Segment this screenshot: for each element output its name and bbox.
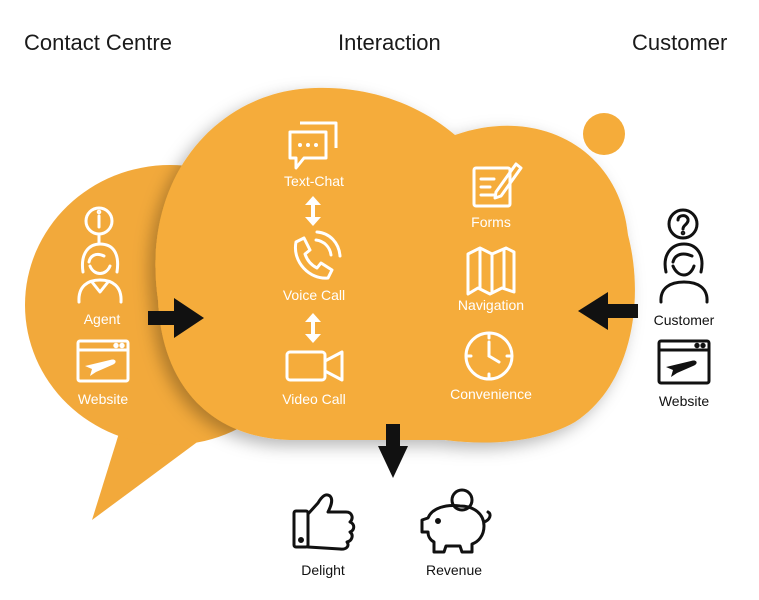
- header-customer: Customer: [632, 30, 728, 55]
- text-chat-label: Text-Chat: [284, 173, 344, 189]
- agent-label: Agent: [84, 311, 121, 327]
- voice-call-label: Voice Call: [283, 287, 345, 303]
- contact-centre-bubble-tail: [92, 430, 200, 520]
- customer-icon: [659, 208, 709, 304]
- arrow-right-icon: [148, 298, 204, 338]
- forms-icon: [472, 162, 523, 208]
- forms-label: Forms: [471, 214, 511, 230]
- voice-call-icon: [293, 230, 342, 280]
- clock-icon: [464, 331, 514, 381]
- customer-label: Customer: [654, 312, 715, 328]
- video-call-icon: [285, 350, 344, 382]
- convenience-label: Convenience: [450, 386, 532, 402]
- text-chat-icon: [288, 121, 338, 170]
- piggy-bank-icon: [420, 488, 492, 554]
- navigation-label: Navigation: [458, 297, 524, 313]
- website-icon-left: [76, 339, 130, 383]
- bidirectional-arrow-icon: [305, 196, 321, 226]
- video-call-label: Video Call: [282, 391, 346, 407]
- arrow-left-icon: [578, 292, 638, 330]
- agent-icon: [77, 206, 123, 304]
- arrow-down-icon: [378, 424, 408, 478]
- website-label-right: Website: [659, 393, 710, 409]
- header-contact-centre: Contact Centre: [24, 30, 172, 55]
- interaction-bubble: [155, 87, 635, 443]
- navigation-map-icon: [466, 246, 516, 296]
- header-interaction: Interaction: [338, 30, 441, 55]
- website-label-left: Website: [78, 391, 129, 407]
- website-icon-right: [657, 339, 711, 385]
- bidirectional-arrow-icon: [305, 313, 321, 343]
- decorative-dot: [583, 113, 625, 155]
- delight-label: Delight: [301, 562, 345, 578]
- thumbs-up-icon: [292, 493, 356, 551]
- interaction-bubble-body: [155, 87, 635, 443]
- revenue-label: Revenue: [426, 562, 482, 578]
